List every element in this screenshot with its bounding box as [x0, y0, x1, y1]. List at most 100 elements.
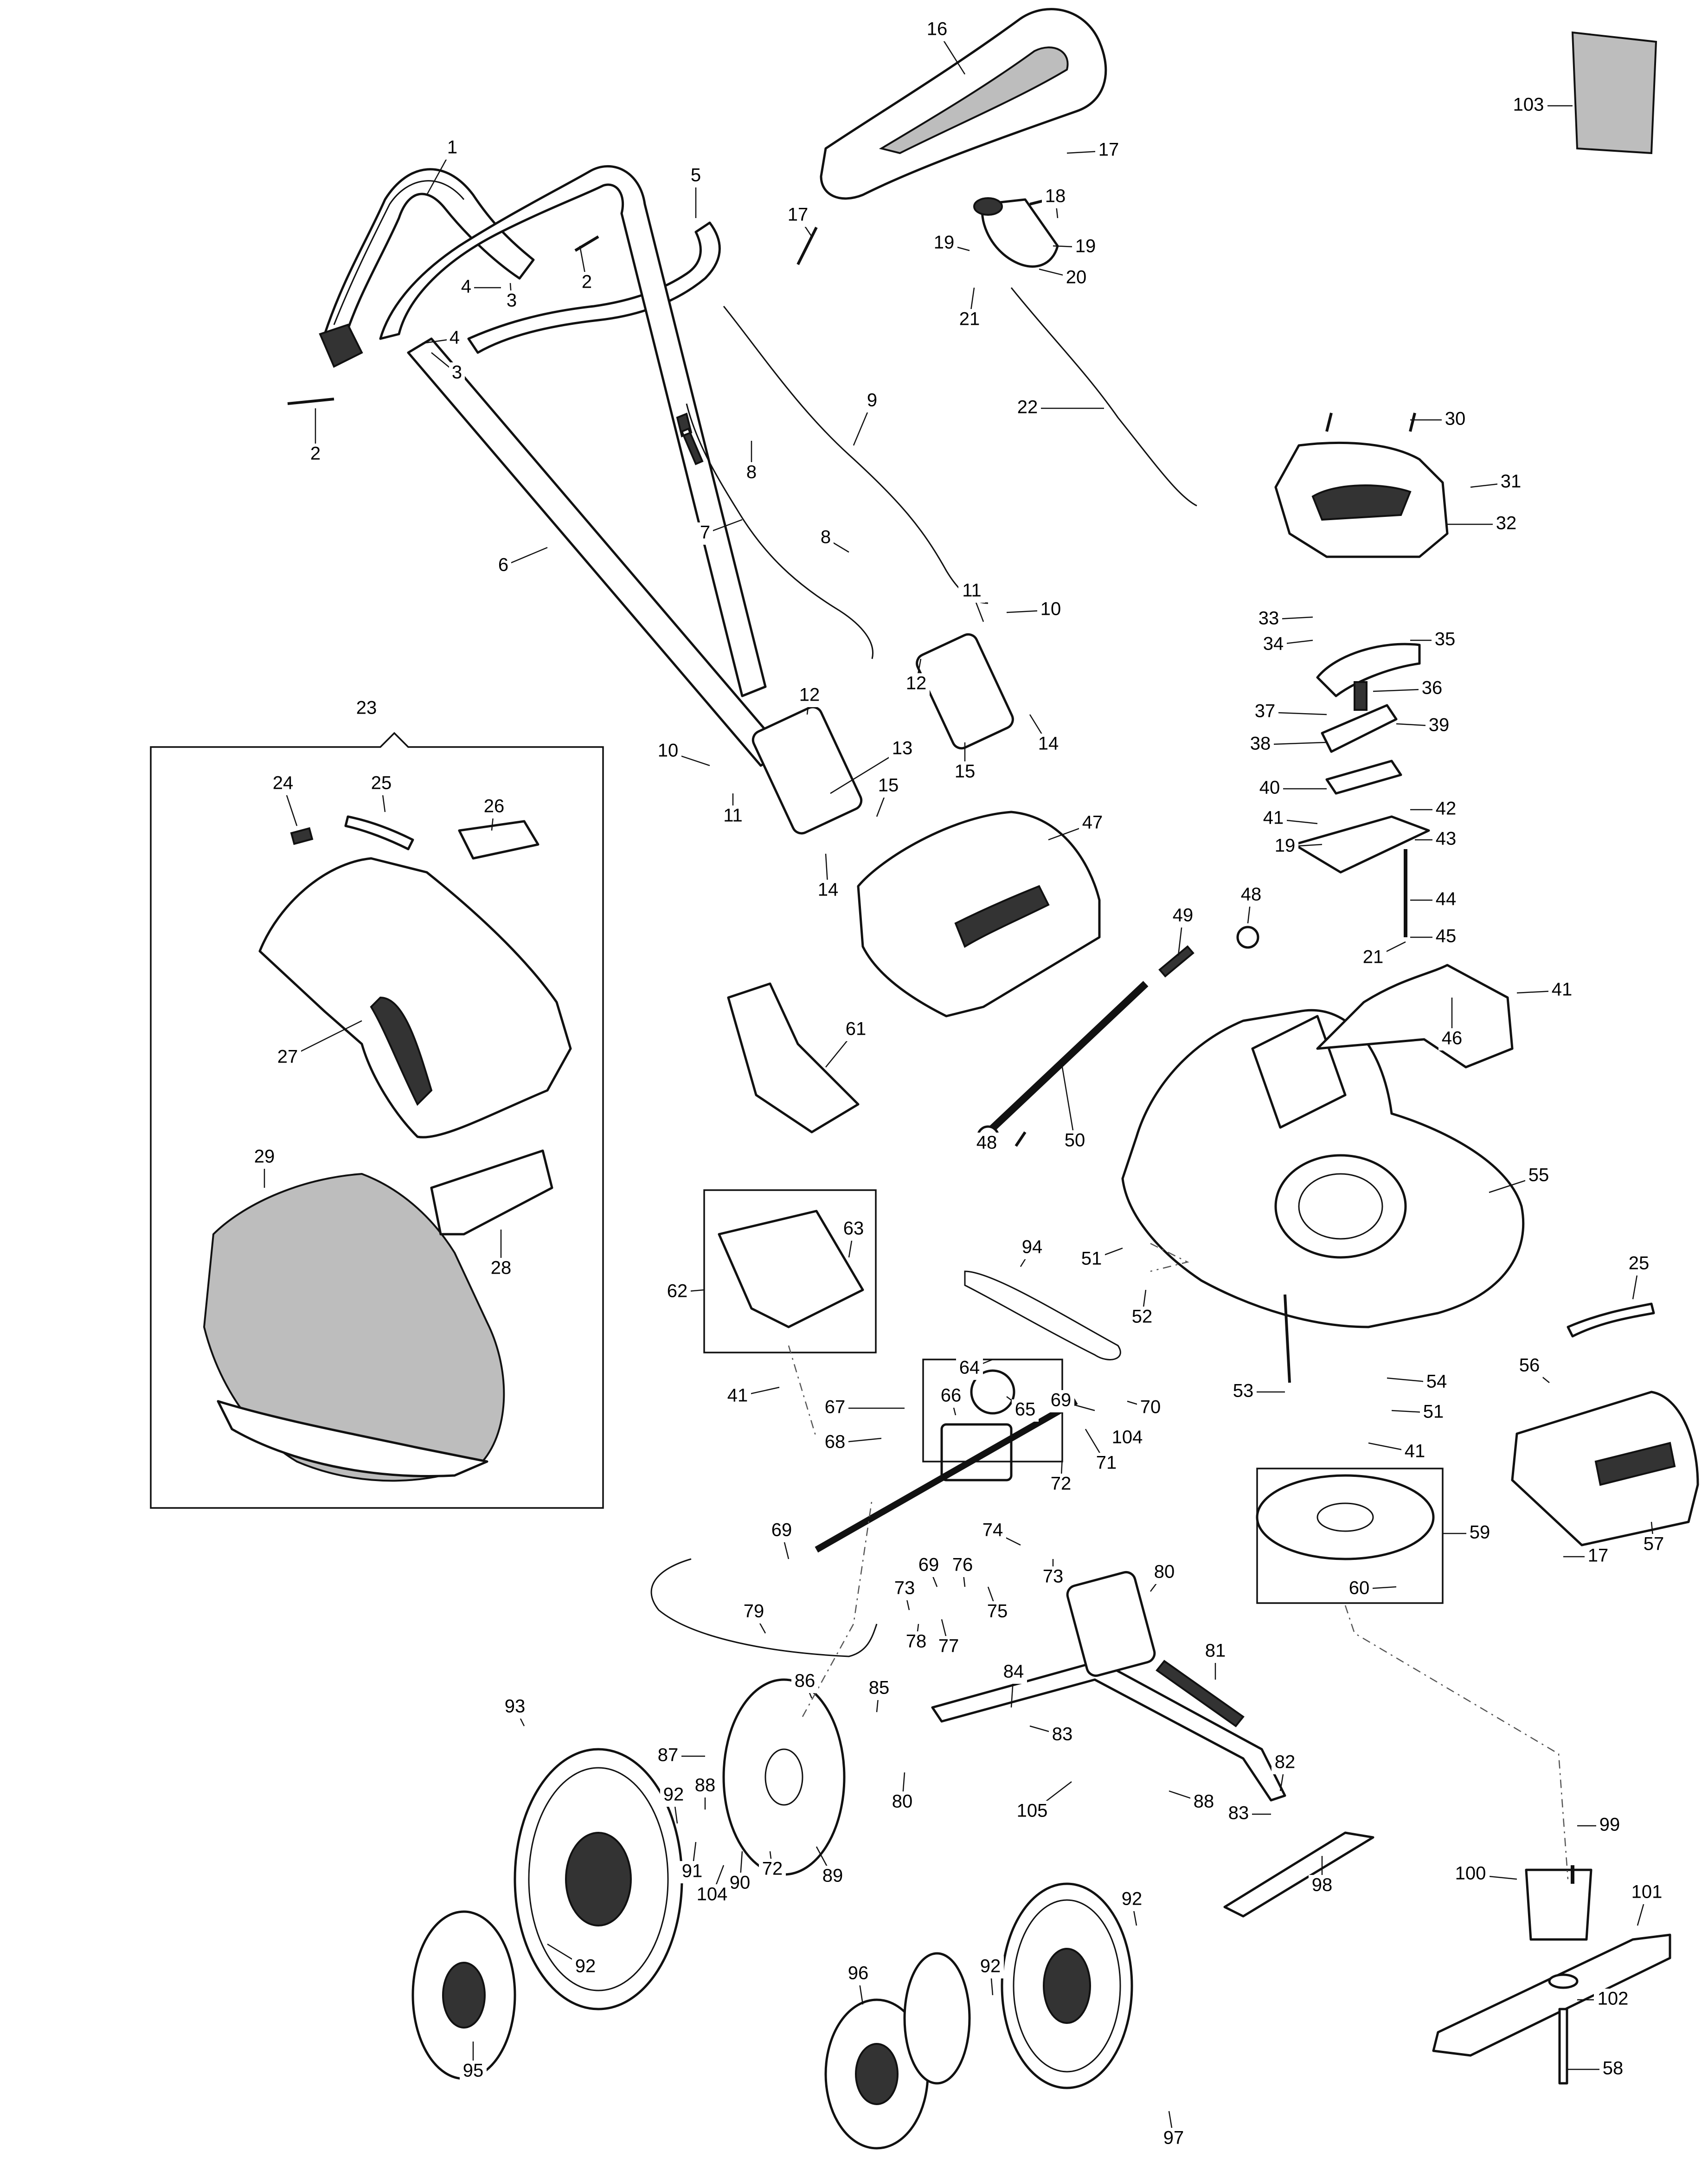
part-number-bg-65 [1012, 1399, 1039, 1422]
part-number-bg-26 [481, 796, 507, 818]
part-number-68: 68 [825, 1432, 846, 1452]
part-number-2: 2 [582, 272, 592, 292]
part-number-bg-32 [1493, 513, 1520, 535]
part-number-58: 58 [1603, 2058, 1624, 2079]
part-number-17: 17 [1588, 1546, 1609, 1566]
part-number-32: 32 [1496, 513, 1517, 534]
part-number-bg-92 [572, 1956, 599, 1978]
part-number-bg-47 [1079, 812, 1106, 835]
part-number-7: 7 [700, 522, 710, 543]
part-number-bg-63 [840, 1218, 867, 1241]
part-number-77: 77 [938, 1636, 959, 1656]
part-number-88: 88 [1194, 1791, 1214, 1812]
part-number-88: 88 [695, 1775, 716, 1796]
wheel-cover-89 [722, 1678, 846, 1876]
part-number-bg-75 [984, 1601, 1011, 1623]
part-number-60: 60 [1349, 1578, 1370, 1598]
part-number-bg-45 [1432, 926, 1459, 948]
part-number-bg-3 [449, 362, 465, 385]
part-number-bg-86 [791, 1671, 818, 1693]
part-number-69: 69 [771, 1520, 792, 1540]
bracket-group-frame-62 [703, 1189, 877, 1353]
part-number-18: 18 [1045, 186, 1066, 206]
part-number-bg-34 [1260, 634, 1287, 656]
part-number-bg-77 [935, 1636, 962, 1658]
part-number-69: 69 [918, 1555, 939, 1575]
part-number-bg-8 [818, 527, 834, 549]
part-number-11: 11 [723, 805, 743, 826]
part-number-bg-95 [460, 2061, 487, 2083]
part-number-51: 51 [1423, 1402, 1444, 1422]
disc-group-frame-59 [1256, 1468, 1444, 1604]
part-number-bg-71 [1093, 1453, 1120, 1475]
part-number-38: 38 [1250, 734, 1271, 754]
part-number-105: 105 [1017, 1801, 1048, 1821]
part-number-bg-4 [447, 328, 462, 350]
leader-line-50 [1061, 1067, 1076, 1142]
part-number-bg-17 [1585, 1546, 1612, 1568]
part-number-92: 92 [980, 1956, 1001, 1977]
part-number-bg-19 [1271, 836, 1298, 858]
part-number-94: 94 [1022, 1237, 1043, 1257]
part-number-79: 79 [744, 1601, 764, 1622]
part-number-bg-11 [958, 580, 985, 603]
part-number-75: 75 [987, 1601, 1008, 1622]
part-number-bg-17 [1095, 140, 1122, 162]
part-number-12: 12 [799, 685, 820, 705]
part-number-12: 12 [906, 673, 927, 694]
part-number-bg-12 [796, 685, 823, 707]
part-number-bg-51 [1420, 1402, 1447, 1424]
part-number-54: 54 [1426, 1372, 1447, 1392]
part-number-99: 99 [1599, 1815, 1620, 1835]
part-number-bg-42 [1432, 799, 1459, 821]
disc-96 [903, 1952, 971, 2085]
part-number-47: 47 [1082, 812, 1103, 833]
part-number-bg-41 [724, 1385, 751, 1408]
part-number-45: 45 [1436, 926, 1457, 947]
part-number-bg-16 [924, 19, 950, 41]
axle-plate-80 [1066, 1571, 1156, 1677]
part-number-bg-96 [845, 1963, 872, 1985]
group-frames [150, 732, 1444, 1604]
cover-disc-inner [1316, 1502, 1374, 1532]
part-number-bg-25 [368, 773, 395, 795]
part-number-4: 4 [461, 277, 471, 297]
part-number-90: 90 [730, 1873, 751, 1893]
part-number-2: 2 [310, 444, 321, 464]
part-number-bg-72 [759, 1859, 786, 1881]
part-number-69: 69 [1051, 1390, 1072, 1411]
part-number-bg-60 [1346, 1578, 1373, 1600]
part-number-55: 55 [1528, 1165, 1549, 1185]
part-number-33: 33 [1259, 608, 1279, 629]
part-number-bg-55 [1525, 1165, 1552, 1187]
part-number-28: 28 [491, 1258, 512, 1278]
top-cover-inner [879, 46, 1069, 155]
part-number-65: 65 [1015, 1399, 1036, 1420]
part-number-bg-61 [842, 1019, 869, 1041]
part-number-bg-80 [1151, 1562, 1178, 1584]
strip-25-bag [344, 815, 414, 850]
part-number-bg-18 [1042, 186, 1069, 208]
part-number-bg-29 [251, 1147, 278, 1169]
rear-axle-84 [931, 1660, 1286, 1802]
part-number-bg-80 [889, 1791, 916, 1814]
part-number-98: 98 [1312, 1875, 1333, 1895]
part-number-bg-52 [1129, 1307, 1156, 1329]
part-number-37: 37 [1255, 701, 1276, 721]
part-number-59: 59 [1470, 1522, 1490, 1543]
part-number-bg-83 [1225, 1803, 1252, 1825]
part-number-bg-102 [1594, 1989, 1632, 2011]
part-number-bg-31 [1497, 471, 1524, 494]
part-number-82: 82 [1275, 1752, 1296, 1772]
part-number-bg-78 [903, 1631, 930, 1654]
part-number-bg-14 [815, 880, 841, 902]
part-number-bg-104 [693, 1884, 731, 1907]
adapter-100 [1525, 1868, 1592, 1941]
part-number-bg-69 [915, 1555, 942, 1577]
part-number-19: 19 [934, 232, 955, 253]
part-number-bg-93 [501, 1696, 528, 1719]
part-number-27: 27 [277, 1047, 298, 1067]
deflector-61 [727, 982, 860, 1134]
lever-grip [973, 197, 1003, 216]
